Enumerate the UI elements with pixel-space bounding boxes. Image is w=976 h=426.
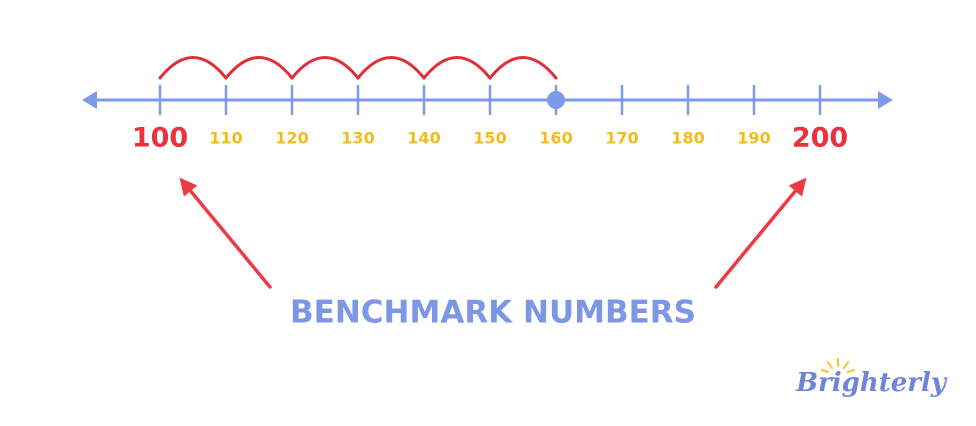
tick-label-150: 150 <box>473 129 506 148</box>
tick-label-160: 160 <box>539 129 572 148</box>
axis-left-arrowhead <box>82 91 97 109</box>
axis-right-arrowhead <box>878 91 893 109</box>
jump-arc-120-130 <box>290 56 360 80</box>
tick-label-190: 190 <box>737 129 770 148</box>
jump-arcs <box>158 56 558 80</box>
tick-label-130: 130 <box>341 129 374 148</box>
tick-label-110: 110 <box>209 129 242 148</box>
jump-arc-140-150 <box>422 56 492 80</box>
number-line-axis <box>82 91 893 109</box>
tick-label-140: 140 <box>407 129 440 148</box>
brighterly-logo: Brighterly <box>795 358 948 398</box>
tick-label-170: 170 <box>605 129 638 148</box>
logo-text: Brighterly <box>795 368 948 398</box>
tick-labels: 100 110 120 130 140 150 160 170 180 190 200 <box>132 123 848 154</box>
right-pointer-arrow <box>714 177 807 289</box>
caption-text: BENCHMARK NUMBERS <box>290 295 696 331</box>
tick-label-180: 180 <box>671 129 704 148</box>
jump-arc-100-110 <box>158 56 228 80</box>
tick-label-100: 100 <box>132 123 188 154</box>
jump-arc-130-140 <box>356 56 426 80</box>
tick-label-200: 200 <box>792 123 848 154</box>
jump-arc-150-160 <box>488 56 558 80</box>
left-pointer-arrow <box>179 177 272 289</box>
sun-icon <box>821 358 855 373</box>
marked-point <box>547 91 565 109</box>
tick-marks <box>158 85 822 115</box>
jump-arc-110-120 <box>224 56 294 80</box>
tick-label-120: 120 <box>275 129 308 148</box>
